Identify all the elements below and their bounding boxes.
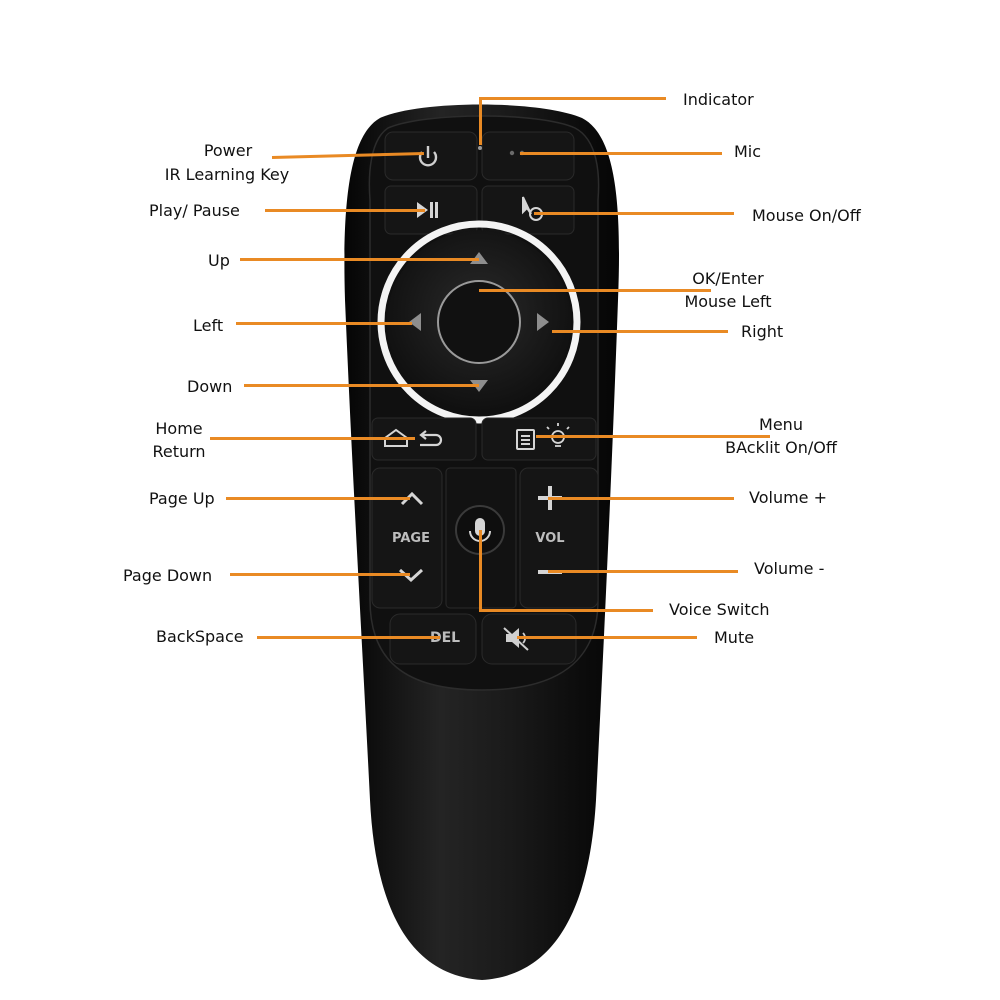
leader-right (552, 330, 728, 333)
leader-indicator-v (479, 97, 482, 145)
leader-mouse (534, 212, 734, 215)
leader-voice-v (479, 530, 482, 612)
leader-menu (536, 435, 770, 438)
label-voice-switch: Voice Switch (669, 600, 770, 619)
leader-up (240, 258, 479, 261)
menu-icon (516, 429, 535, 450)
leader-left (236, 322, 412, 325)
arrow-right-icon (537, 313, 549, 331)
del-text: DEL (429, 630, 461, 646)
label-backlit: BAcklit On/Off (725, 438, 837, 457)
label-backspace: BackSpace (156, 627, 244, 646)
label-volume-minus: Volume - (754, 559, 825, 578)
label-indicator: Indicator (683, 90, 754, 109)
label-page-up: Page Up (149, 489, 215, 508)
mouse-icon (522, 196, 543, 221)
mic-area (481, 131, 575, 181)
label-power: Power (203, 141, 253, 160)
menu-backlight-button[interactable] (481, 417, 597, 461)
mute-button[interactable] (481, 613, 577, 665)
leader-backspace (257, 636, 440, 639)
leader-mute (517, 636, 697, 639)
label-left: Left (193, 316, 224, 335)
ok-button[interactable] (437, 280, 521, 364)
leader-indicator (480, 97, 666, 100)
leader-ok (479, 289, 711, 292)
label-ir-learning: IR Learning Key (164, 165, 290, 184)
power-button[interactable] (384, 131, 478, 181)
leader-down (244, 384, 479, 387)
leader-home (210, 437, 415, 440)
label-right: Right (741, 322, 784, 341)
label-mouse-left: Mouse Left (684, 292, 772, 311)
arrow-left-icon (409, 313, 421, 331)
label-volume-plus: Volume + (749, 488, 827, 507)
leader-volume-plus (548, 497, 734, 500)
arrow-down-icon (470, 380, 488, 392)
leader-page-up (226, 497, 410, 500)
label-menu: Menu (759, 415, 803, 434)
leader-page-down (230, 573, 410, 576)
label-page-down: Page Down (123, 566, 213, 585)
label-mic: Mic (734, 142, 762, 161)
leader-play-pause (265, 209, 425, 212)
page-text: PAGE (392, 531, 430, 546)
vol-text: VOL (535, 531, 565, 546)
del-button[interactable] (389, 613, 477, 665)
power-icon (418, 146, 438, 167)
label-home: Home (155, 419, 203, 438)
arrow-up-icon (470, 252, 488, 264)
label-mute: Mute (714, 628, 755, 647)
chevron-up-icon (400, 491, 424, 506)
leader-volume-minus (548, 570, 738, 573)
leader-voice (479, 609, 653, 612)
label-ok-enter: OK/Enter (692, 269, 764, 288)
indicator-led (478, 146, 482, 150)
leader-mic (520, 152, 722, 155)
mic-hole (509, 150, 515, 156)
label-play-pause: Play/ Pause (149, 201, 240, 220)
label-down: Down (187, 377, 233, 396)
label-mouse-onoff: Mouse On/Off (752, 206, 861, 225)
label-return: Return (152, 442, 206, 461)
label-up: Up (208, 251, 230, 270)
return-icon (419, 430, 443, 447)
